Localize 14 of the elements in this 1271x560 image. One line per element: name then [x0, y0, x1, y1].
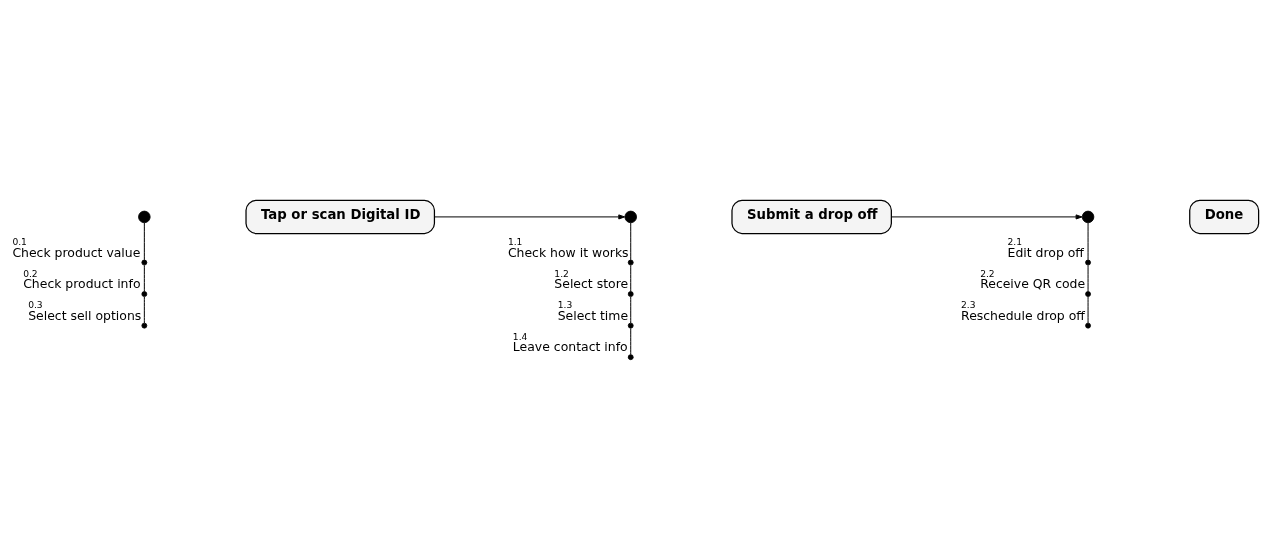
node-label: Leave contact info: [512, 339, 628, 355]
node-label: Edit drop off: [1007, 244, 1084, 260]
node-label: Receive QR code: [980, 276, 1086, 292]
node-label: 2.2: [980, 268, 995, 279]
node-label: Check product info: [23, 276, 141, 292]
node-label: 0.1: [12, 236, 27, 247]
node-label: Check how it works: [507, 244, 629, 260]
node-label: Select store: [554, 276, 629, 292]
node-label: Check product value: [12, 244, 141, 260]
node-label: 1.1: [507, 236, 523, 247]
node-label: 0.2: [23, 268, 38, 279]
node-label: 2.1: [1007, 236, 1023, 247]
node-label: 1.4: [512, 331, 528, 342]
node-label: 1.2: [554, 268, 569, 279]
